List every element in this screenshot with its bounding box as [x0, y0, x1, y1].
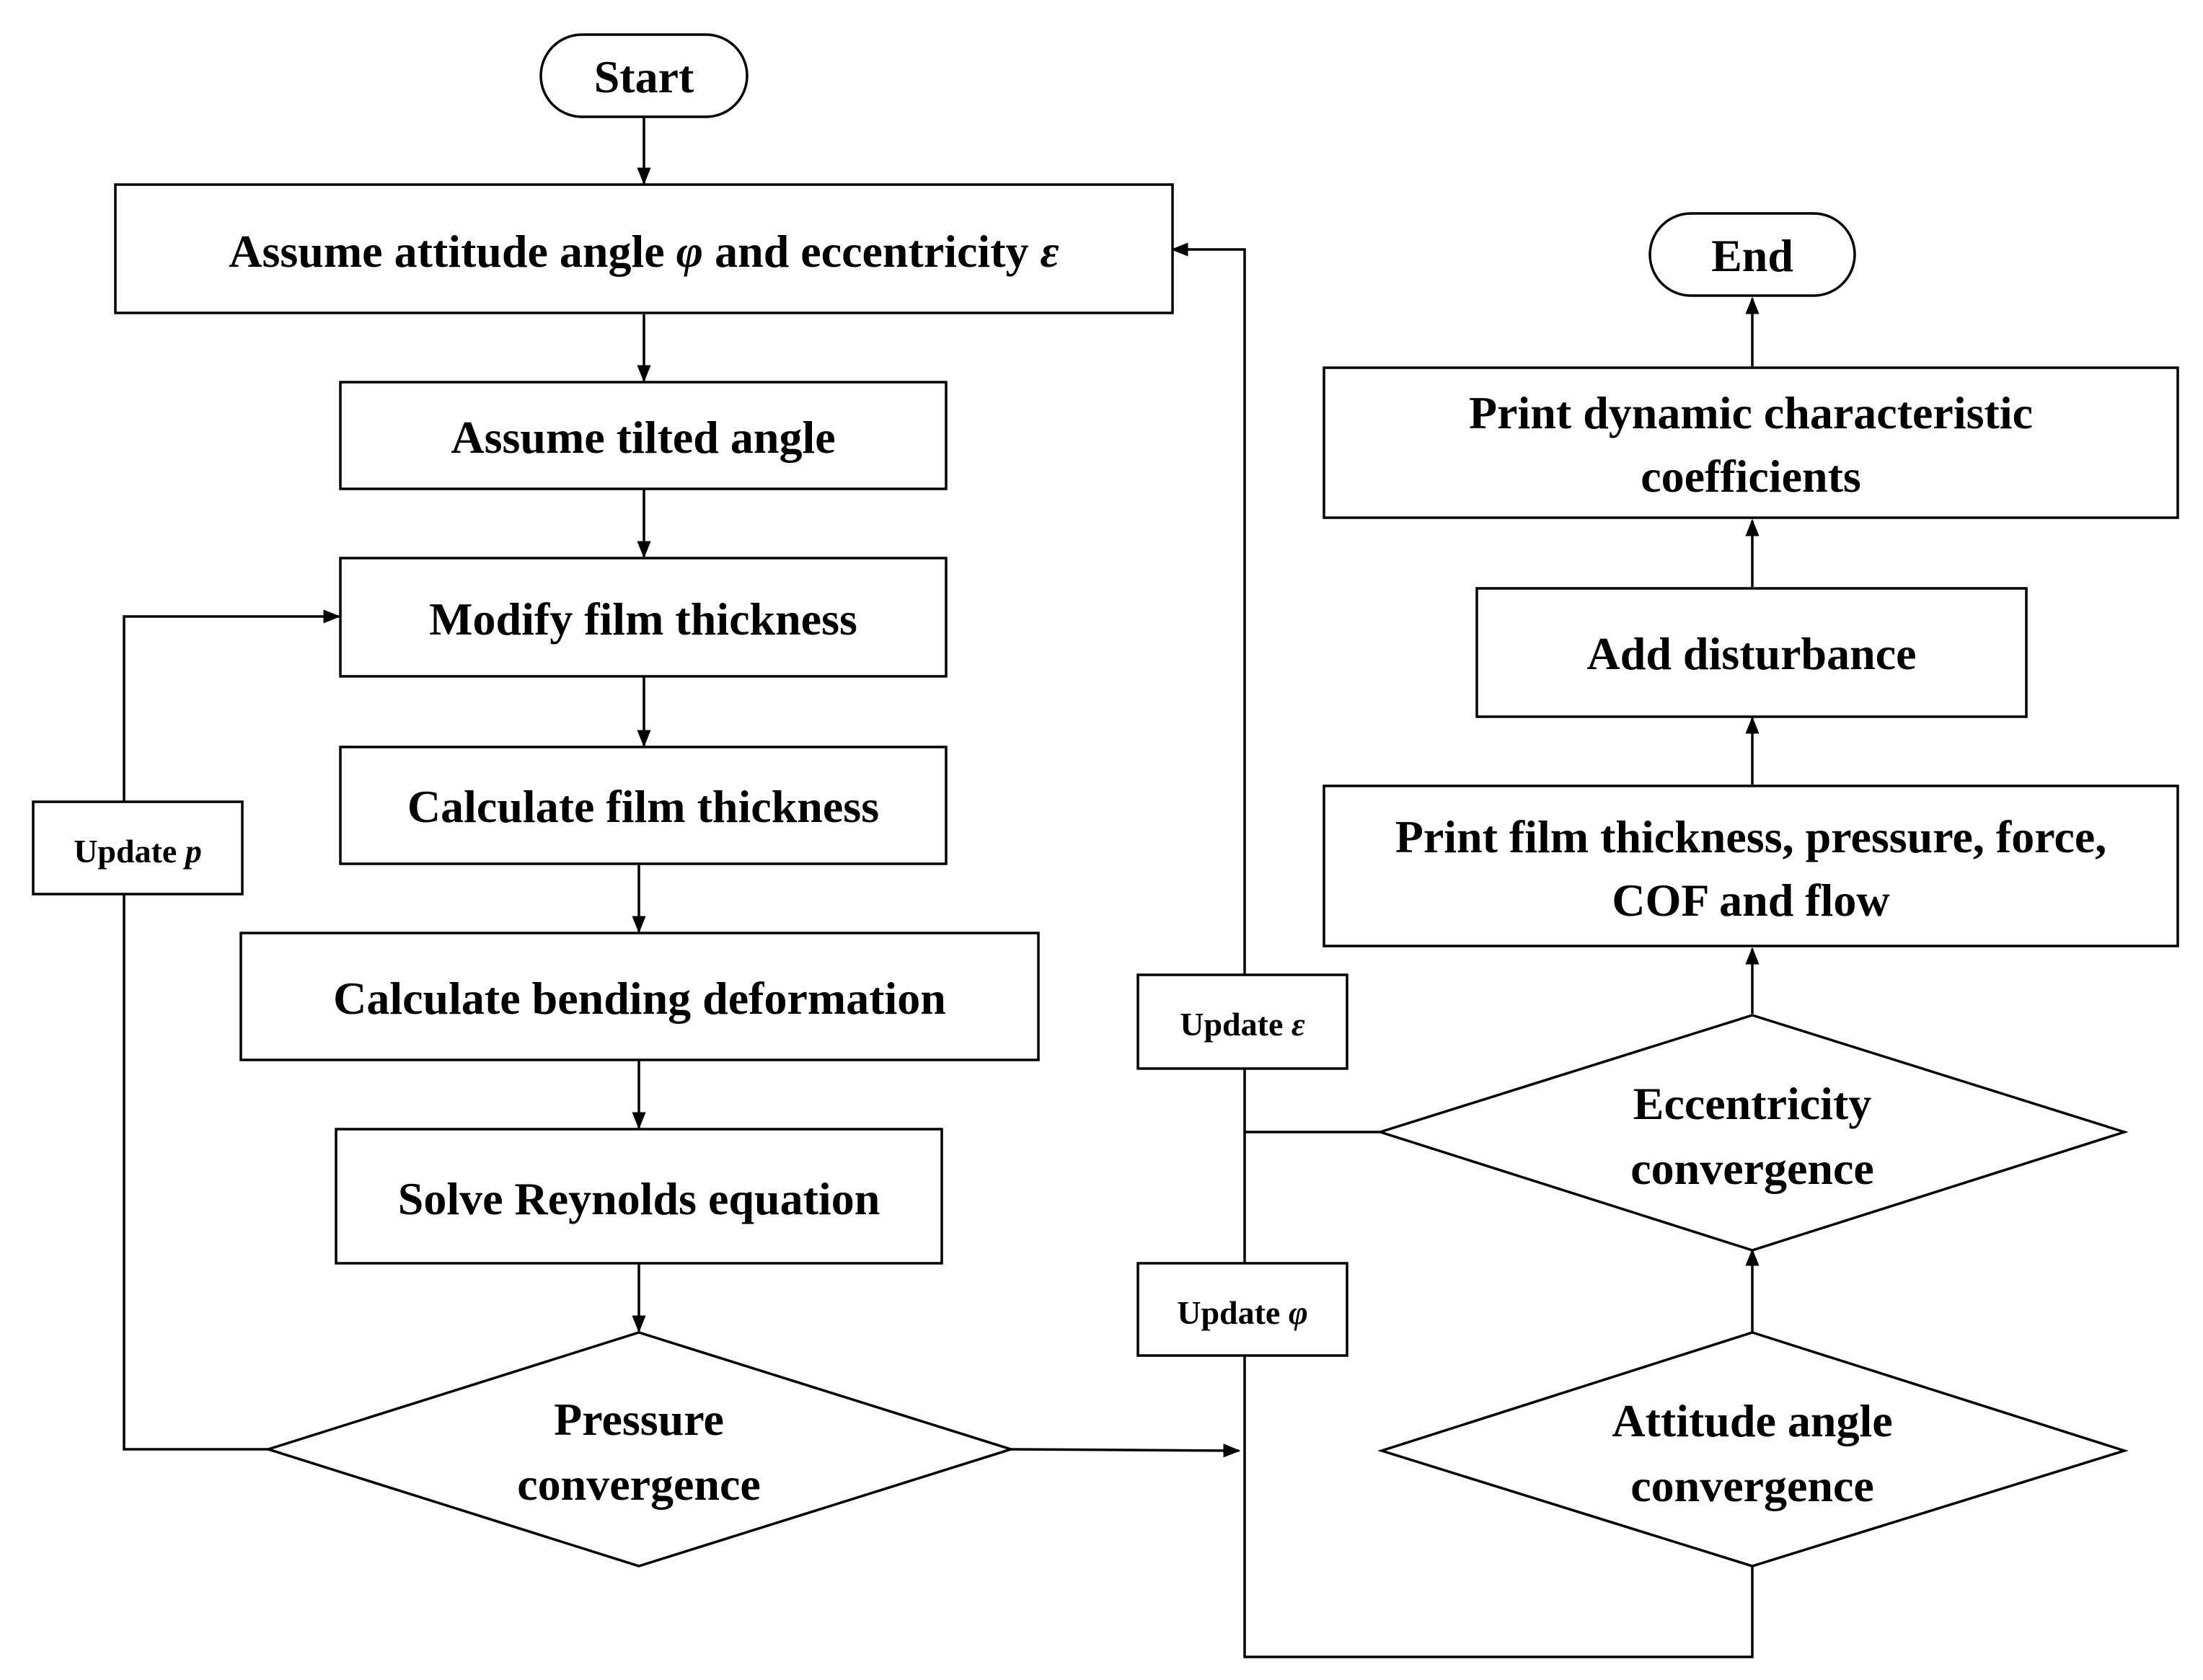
node-solve-reynolds: Solve Reynolds equation: [335, 1128, 943, 1265]
node-modify-film: Modify film thickness: [339, 557, 948, 678]
label-update-phi: Update φ: [1136, 1262, 1348, 1357]
node-assume-angle-label: Assume attitude angle φ and eccentricity…: [229, 226, 1059, 277]
node-start-label: Start: [594, 51, 694, 102]
node-start: Start: [539, 33, 749, 118]
label-update-phi-text: Update φ: [1177, 1294, 1308, 1331]
node-ecc-conv: Eccentricity convergence: [1376, 1014, 2129, 1252]
label-update-p-text: Update p: [74, 833, 202, 870]
node-print-dynamic: Print dynamic characteristic coefficient…: [1323, 366, 2179, 519]
node-attitude-conv-line2: convergence: [1630, 1460, 1874, 1511]
node-print-film-line2: COF and flow: [1612, 875, 1889, 926]
edge-pressure-to-attitude: [1010, 1444, 1241, 1458]
node-ecc-conv-line1: Eccentricity: [1633, 1078, 1872, 1129]
node-pressure-conv: Pressure convergence: [264, 1331, 1015, 1568]
node-attitude-conv-line1: Attitude angle: [1612, 1395, 1892, 1446]
edges: [123, 117, 1760, 1658]
node-assume-angle: Assume attitude angle φ and eccentricity…: [114, 183, 1174, 314]
edge-attitude-loop-update-phi: [1170, 242, 1754, 1658]
node-assume-tilted-label: Assume tilted angle: [451, 412, 835, 463]
label-update-eps-text: Update ε: [1180, 1006, 1305, 1043]
node-calc-film-label: Calculate film thickness: [407, 781, 879, 832]
node-pressure-conv-line1: Pressure: [554, 1394, 724, 1445]
label-update-p: Update p: [32, 800, 244, 896]
node-add-disturbance-label: Add disturbance: [1587, 628, 1917, 679]
node-calc-bending: Calculate bending deformation: [239, 932, 1040, 1061]
node-print-dynamic-line2: coefficients: [1641, 451, 1861, 502]
node-solve-reynolds-label: Solve Reynolds equation: [398, 1173, 880, 1224]
node-print-film: Print film thickness, pressure, force, C…: [1323, 784, 2179, 947]
node-ecc-conv-line2: convergence: [1630, 1143, 1874, 1194]
node-calc-film: Calculate film thickness: [339, 746, 948, 865]
node-calc-bending-label: Calculate bending deformation: [333, 973, 946, 1024]
node-end-label: End: [1711, 230, 1793, 281]
node-print-dynamic-line1: Print dynamic characteristic: [1469, 387, 2033, 438]
label-update-eps: Update ε: [1136, 973, 1348, 1070]
node-pressure-conv-line2: convergence: [517, 1459, 761, 1510]
node-add-disturbance: Add disturbance: [1475, 587, 2028, 718]
node-modify-film-label: Modify film thickness: [429, 593, 857, 645]
node-assume-tilted: Assume tilted angle: [339, 381, 948, 490]
node-end: End: [1648, 212, 1856, 297]
node-attitude-conv: Attitude angle convergence: [1377, 1331, 2129, 1568]
node-print-film-line1: Print film thickness, pressure, force,: [1395, 811, 2107, 862]
edge-pressure-loop-update-p: [123, 609, 341, 1451]
